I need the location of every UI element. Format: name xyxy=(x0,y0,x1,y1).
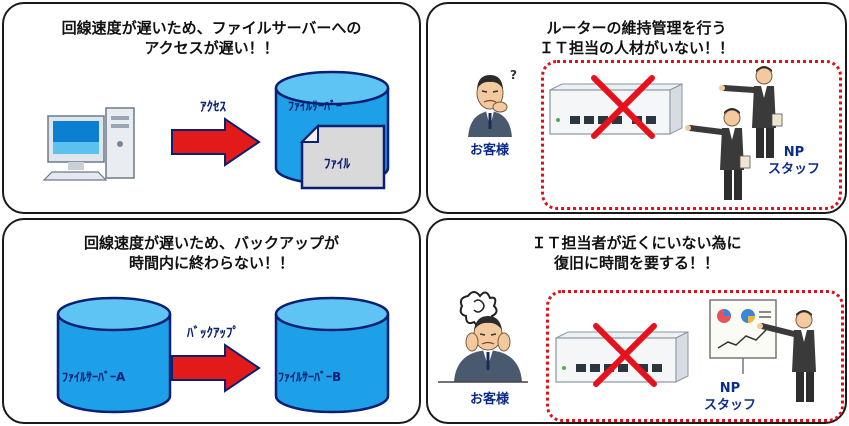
file-server-b-label: ﾌｧｲﾙｻｰﾊﾞｰB xyxy=(278,370,342,384)
panel4-staff-label: NP スタッフ xyxy=(704,381,757,413)
troubled-customer-icon xyxy=(438,291,528,383)
access-arrow-icon xyxy=(171,117,261,167)
np-staff-presenting-icon xyxy=(757,310,816,402)
panel-slow-fileserver: 回線速度が遅いため、ファイルサーバーへの アクセスが遅い！！ ｱｸｾｽ ﾌｧｲﾙ… xyxy=(2,2,421,214)
panel1-title: 回線速度が遅いため、ファイルサーバーへの アクセスが遅い！！ xyxy=(61,19,362,57)
np-staff-pointing-icon xyxy=(719,66,783,158)
panel3-title: 回線速度が遅いため、バックアップが 時間内に終わらない！！ xyxy=(83,234,339,272)
file-server-b-cylinder-icon xyxy=(274,296,390,414)
panel2-customer-label: お客様 xyxy=(470,143,510,158)
file-label: ﾌｧｲﾙ xyxy=(324,157,350,172)
desktop-computer-icon xyxy=(42,107,135,181)
panel2-title: ルーターの維持管理を行う ＩＴ担当の人材がいない！！ xyxy=(538,19,734,57)
panel-slow-backup: 回線速度が遅いため、バックアップが 時間内に終わらない！！ ﾌｧｲﾙｻｰﾊﾞｰA… xyxy=(2,218,421,424)
backup-arrow-icon xyxy=(171,343,261,393)
np-staff-pointing-icon-2 xyxy=(685,108,751,200)
panel4-title: ＩＴ担当者が近くにいない為に 復旧に時間を要する！！ xyxy=(531,234,742,272)
panel2-staff-label: NP スタッフ xyxy=(768,145,821,177)
file-server-a-cylinder-icon xyxy=(56,296,172,414)
file-server-a-label: ﾌｧｲﾙｻｰﾊﾞｰA xyxy=(62,370,126,384)
cross-mark-icon xyxy=(591,75,655,139)
panel4-customer-label: お客様 xyxy=(470,392,510,407)
file-server-label: ﾌｧｲﾙｻｰﾊﾞｰ xyxy=(288,99,343,113)
panel-slow-recovery: ＩＴ担当者が近くにいない為に 復旧に時間を要する！！ お客様 xyxy=(426,218,847,424)
panel1-arrow-label: ｱｸｾｽ xyxy=(200,100,226,115)
cross-mark-icon-2 xyxy=(593,323,657,387)
panel4-dotted-box xyxy=(546,290,844,422)
panel-no-it-staff: ルーターの維持管理を行う ＩＴ担当の人材がいない！！ ? お客様 xyxy=(426,2,847,214)
file-document-icon xyxy=(299,123,386,190)
panel2-dotted-box xyxy=(541,60,842,210)
panel3-arrow-label: ﾊﾞｯｸｱｯﾌﾟ xyxy=(187,326,239,341)
thinking-customer-icon xyxy=(468,75,512,137)
question-mark-icon: ? xyxy=(510,68,517,82)
